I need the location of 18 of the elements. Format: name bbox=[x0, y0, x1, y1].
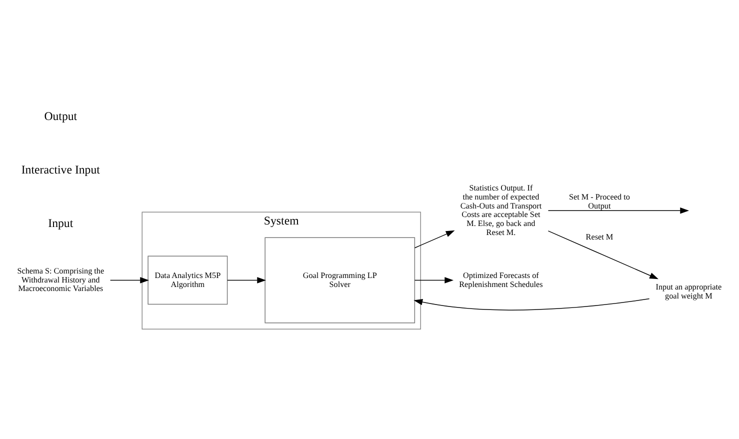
arrow bbox=[414, 230, 455, 248]
arrow bbox=[548, 208, 690, 214]
label: Input bbox=[48, 216, 74, 230]
edge-label: Set M - Proceed to Output bbox=[568, 192, 630, 210]
node-text: Statistics Output. If the number of expected Cash-Outs and Transport Costs are acceptable Set M. Else, go back and Reset M. bbox=[460, 183, 542, 237]
arrow bbox=[548, 230, 658, 280]
arrow bbox=[110, 277, 149, 284]
node-box: Data Analytics M5P Algorithm bbox=[148, 256, 228, 305]
edge-label: Reset M bbox=[586, 232, 614, 242]
node-text: Schema S: Comprising the Withdrawal History and Macroeconomic Variables bbox=[17, 266, 104, 294]
label: Interactive Input bbox=[21, 162, 100, 176]
node-box: Goal Programming LP Solver bbox=[264, 237, 416, 324]
node-text: Input an appropriate goal weight M bbox=[656, 282, 722, 301]
arrow bbox=[414, 298, 650, 310]
label: Output bbox=[44, 109, 78, 124]
arrow bbox=[414, 277, 454, 284]
node-text: Optimized Forecasts of Replenishment Schedules bbox=[459, 270, 543, 289]
arrow bbox=[227, 277, 266, 284]
